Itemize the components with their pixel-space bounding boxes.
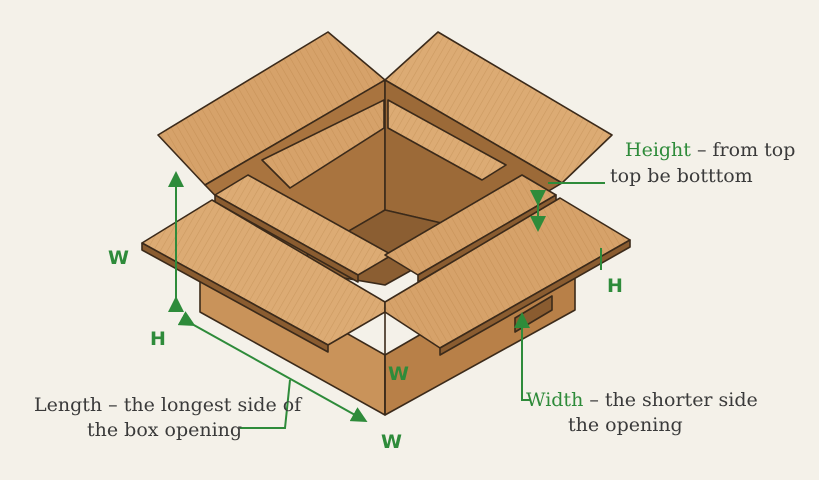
inner-left-flap — [261, 99, 385, 189]
height-label-line1: Height – from top — [625, 139, 796, 161]
height-label-line2: top be botttom — [610, 165, 753, 187]
length-label-line2: the box opening — [87, 419, 243, 441]
marker-w-front: W — [388, 363, 409, 385]
length-label-line1: Length – the longest side of — [34, 394, 302, 416]
length-leader-line — [240, 379, 291, 429]
marker-h-right: H — [607, 275, 623, 297]
width-leader-line — [514, 312, 530, 401]
width-label-line1: Width – the shorter side — [526, 389, 758, 411]
height-term: Height — [625, 139, 691, 161]
inner-right-flap — [387, 99, 507, 181]
marker-w-bottom: W — [381, 431, 402, 453]
width-label-line2: the opening — [568, 414, 683, 436]
length-arrow — [177, 311, 368, 422]
marker-w-left: W — [108, 247, 129, 269]
width-term: Width — [526, 389, 584, 411]
marker-h-left: H — [150, 328, 166, 350]
